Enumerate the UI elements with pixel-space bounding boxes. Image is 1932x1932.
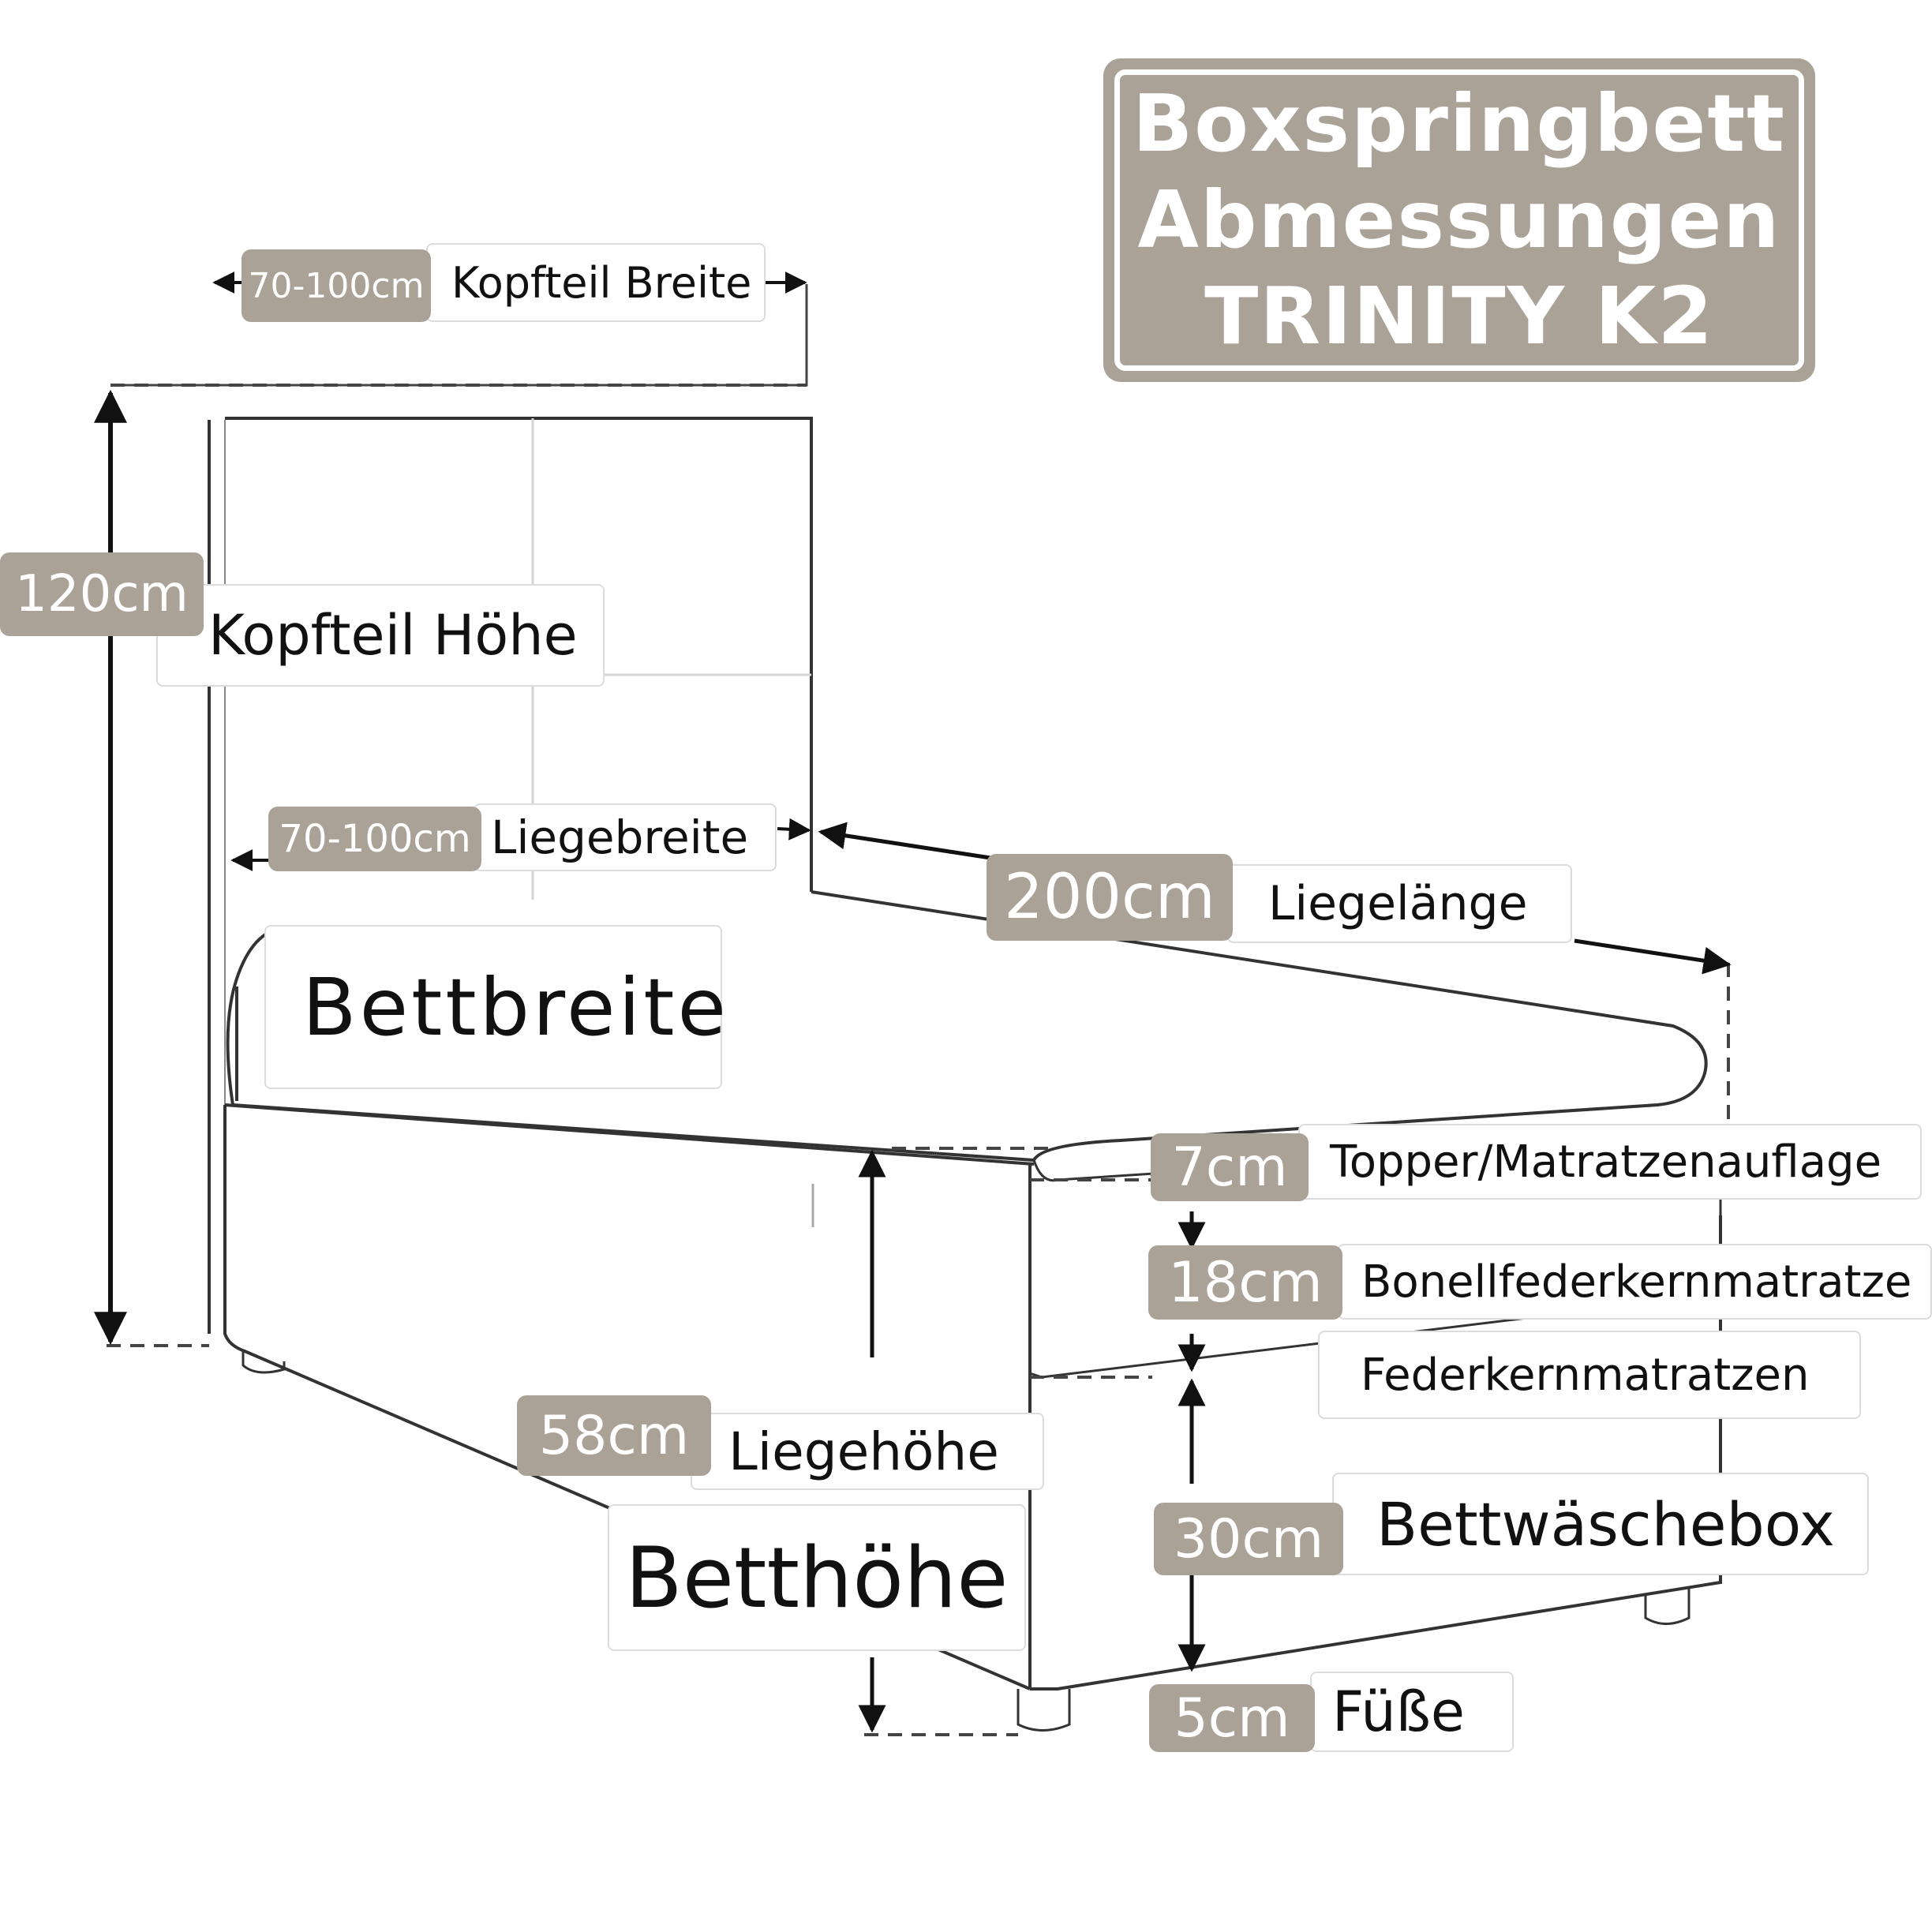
mattress-label-2: Federkernmatratzen — [1318, 1331, 1861, 1419]
storage-box-label-text: Bettwäschebox — [1376, 1488, 1835, 1559]
lying-height-badge: 58cm — [517, 1395, 711, 1476]
headboard-width-label: Kopfteil Breite — [426, 243, 766, 322]
title-box: Boxspringbett Abmessungen TRINITY K2 — [1103, 58, 1815, 382]
bed-width-label-text: Bettbreite — [302, 960, 729, 1054]
storage-box-badge: 30cm — [1154, 1503, 1343, 1575]
feet-label: Füße — [1310, 1672, 1514, 1752]
lying-width-label-text: Liegebreite — [491, 811, 749, 864]
lying-length-label-text: Liegelänge — [1268, 876, 1528, 931]
arrow-lying-length — [818, 822, 1732, 975]
title-line-2: Abmessungen — [1137, 174, 1781, 266]
mattress-label-2-text: Federkernmatratzen — [1361, 1349, 1810, 1401]
bed-height-label: Betthöhe — [608, 1504, 1026, 1651]
headboard-height-label-text: Kopfteil Höhe — [208, 603, 578, 668]
arrow-lying-width — [230, 818, 811, 871]
bed-feet — [242, 1351, 1690, 1732]
title-line-3: TRINITY K2 — [1204, 270, 1714, 362]
lying-length-label: Liegelänge — [1227, 864, 1572, 943]
bed-height-label-text: Betthöhe — [625, 1529, 1009, 1627]
title-line-1: Boxspringbett — [1133, 77, 1786, 170]
headboard-width-label-text: Kopfteil Breite — [451, 257, 752, 308]
topper-label-text: Topper/Matratzenauflage — [1330, 1136, 1882, 1188]
topper-badge: 7cm — [1151, 1133, 1309, 1201]
title-frame: Boxspringbett Abmessungen TRINITY K2 — [1114, 69, 1804, 371]
mattress-label-text: Bonellfederkernmatratze — [1361, 1256, 1912, 1308]
headboard-width-badge: 70-100cm — [242, 249, 431, 322]
storage-box-label: Bettwäschebox — [1332, 1473, 1869, 1575]
bed-width-label: Bettbreite — [264, 925, 726, 1089]
lying-length-badge: 200cm — [987, 854, 1233, 941]
mattress-label: Bonellfederkernmatratze — [1338, 1244, 1932, 1320]
lying-height-label-text: Liegehöhe — [728, 1421, 999, 1482]
lying-height-label: Liegehöhe — [691, 1413, 1044, 1490]
lying-width-label: Liegebreite — [474, 803, 777, 871]
feet-label-text: Füße — [1332, 1679, 1465, 1744]
lying-width-badge: 70-100cm — [268, 807, 481, 871]
headboard — [208, 417, 813, 1334]
feet-badge: 5cm — [1149, 1684, 1315, 1752]
headboard-height-badge: 120cm — [0, 552, 204, 636]
dashed-guides — [107, 284, 1730, 1736]
mattress-badge: 18cm — [1148, 1245, 1342, 1320]
topper-label: Topper/Matratzenauflage — [1298, 1124, 1922, 1200]
headboard-height-label: Kopfteil Höhe — [156, 584, 605, 687]
